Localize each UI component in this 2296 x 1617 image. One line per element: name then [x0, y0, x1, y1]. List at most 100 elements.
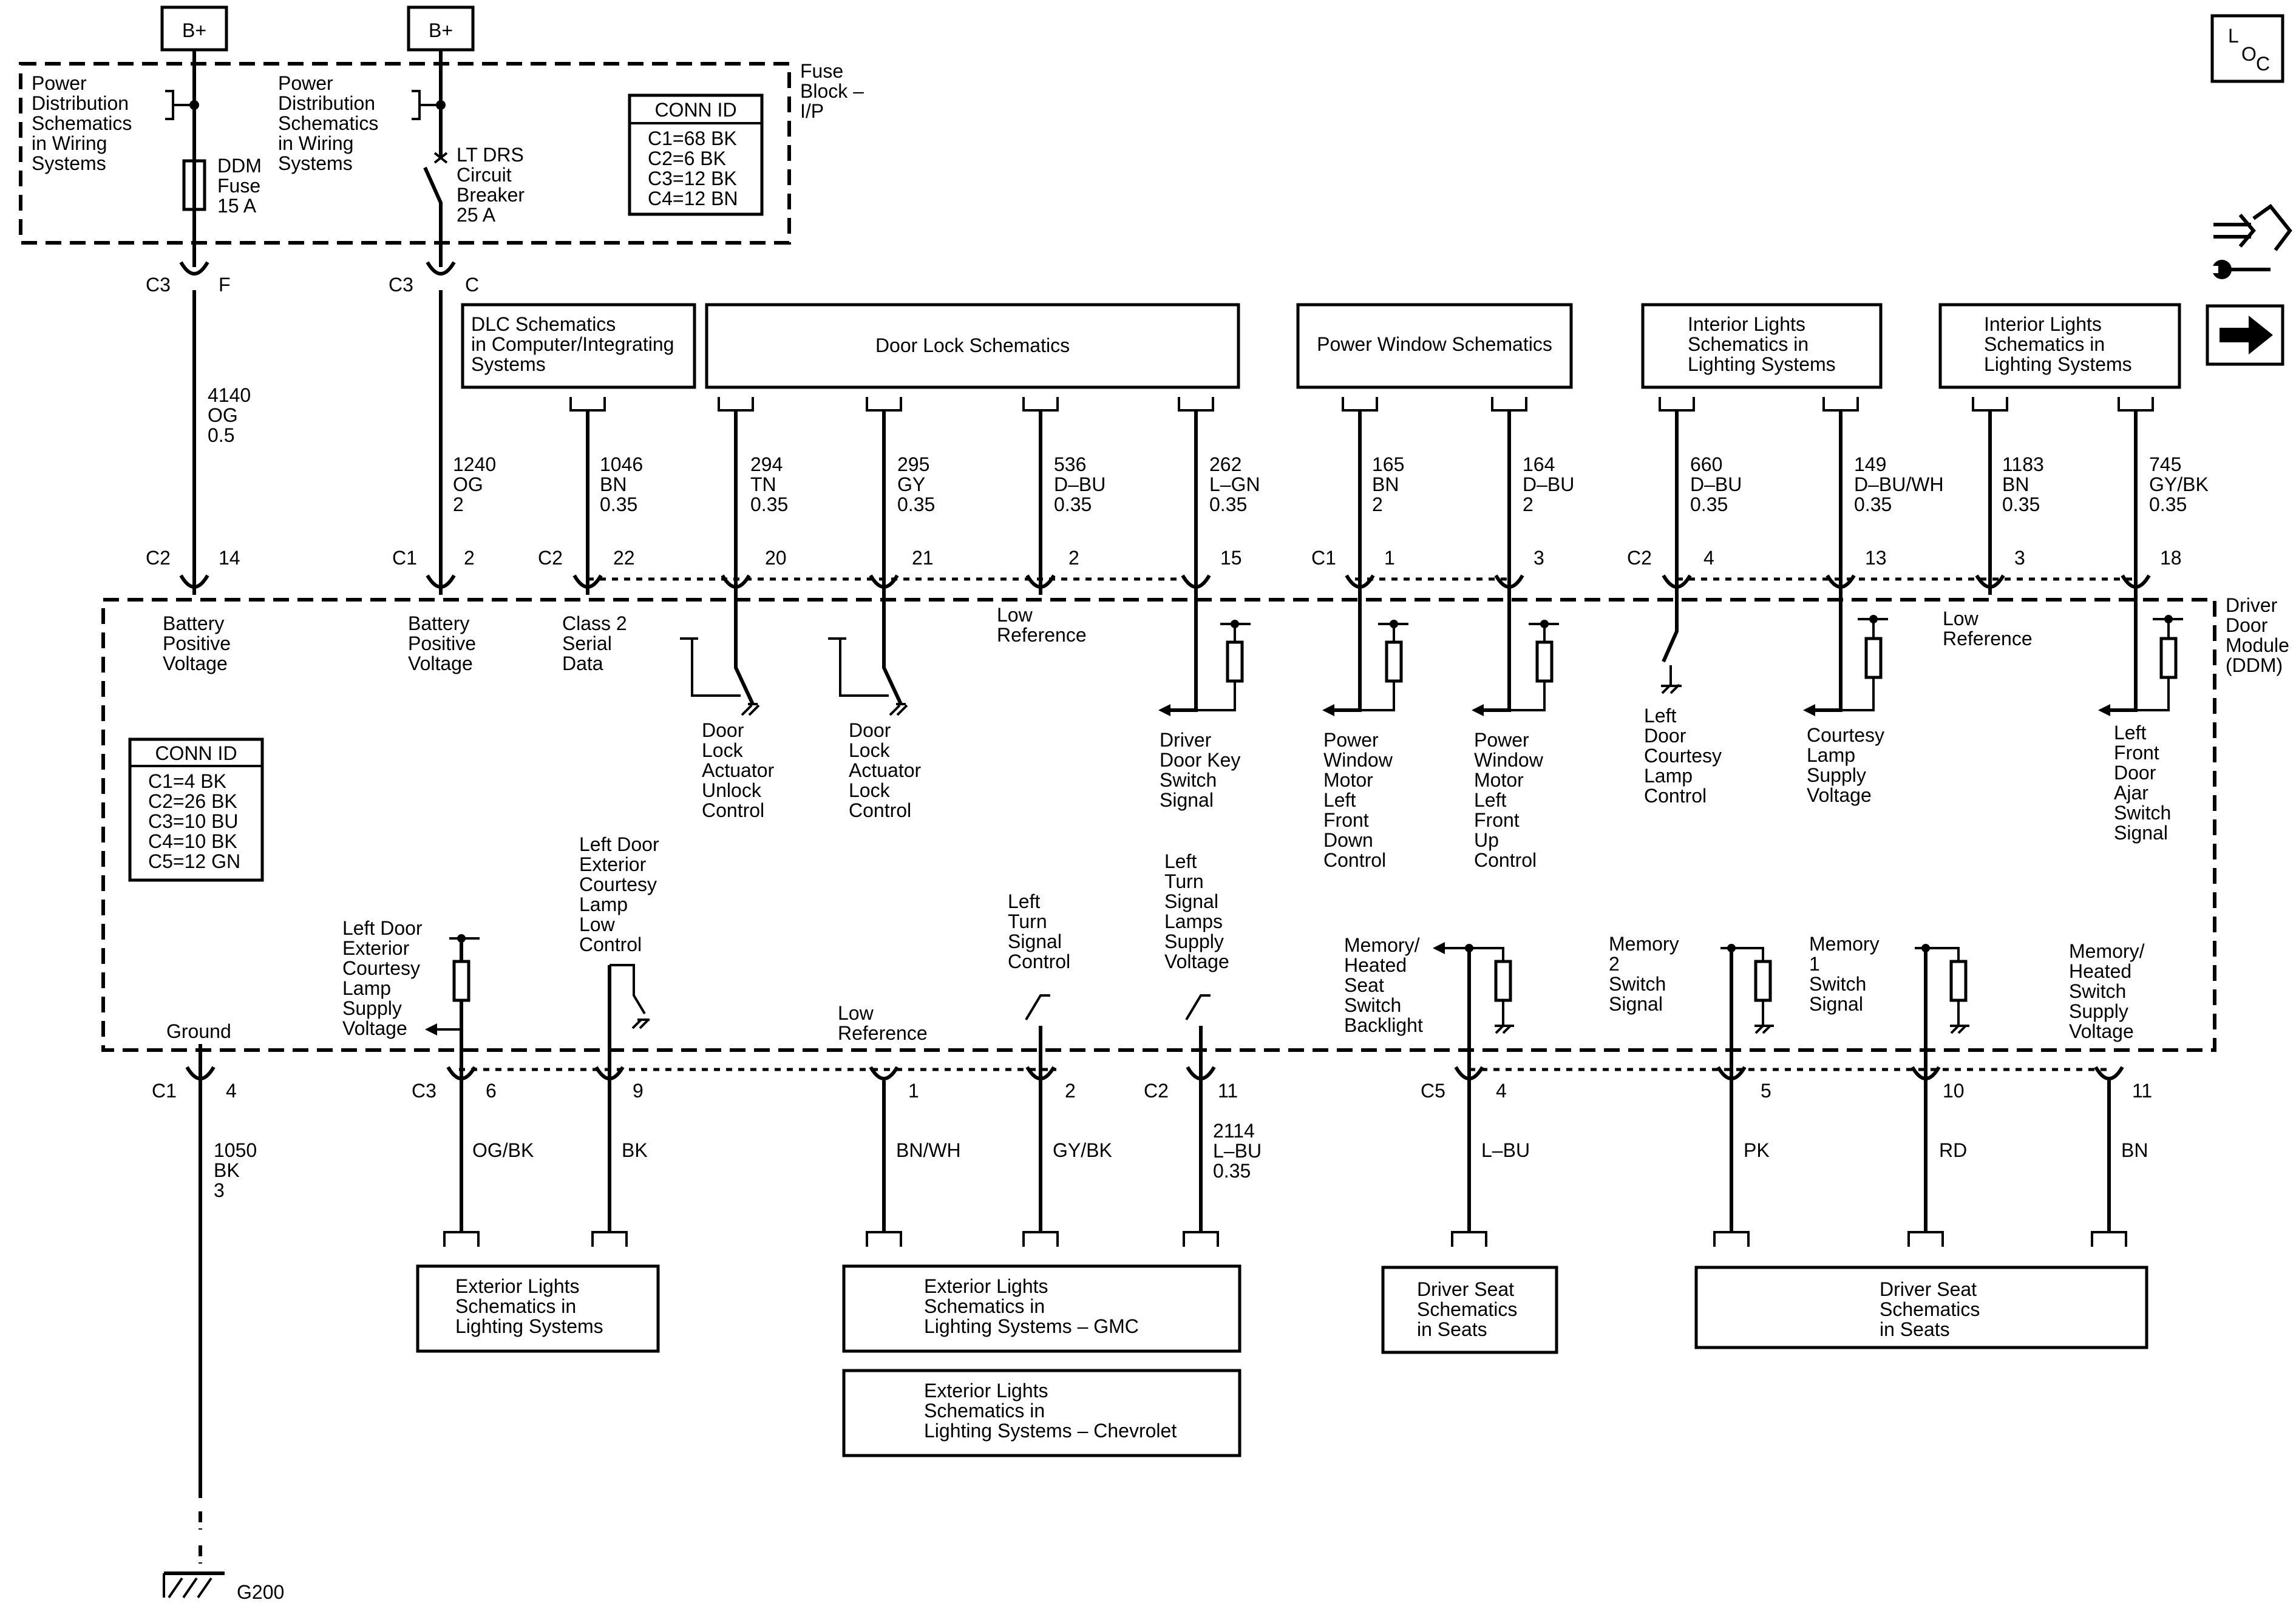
svg-text:22: 22 [613, 547, 635, 569]
svg-text:DLC Schematics in Comput: DLC Schematics in Computer/Integrating S… [471, 313, 679, 375]
svg-text:Driver Seat Schematics: Driver Seat Schematics in Seats [1880, 1278, 1985, 1340]
svg-text:10: 10 [1943, 1080, 1965, 1102]
ref-box-dlc-schematics: DLC Schematics in Computer/Integrating S… [461, 303, 696, 389]
svg-text:CONN ID: CONN ID [654, 99, 736, 121]
svg-text:C1: C1 [392, 547, 417, 569]
ddm-fuse-label: DDM Fuse 15 A [217, 155, 267, 217]
ref-box-exterior-lights-gmc: Exterior Lights Schematics in Lighting S… [842, 1264, 1241, 1353]
svg-text:BN: BN [2121, 1139, 2148, 1161]
svg-text:C4=10 BK: C4=10 BK [148, 830, 237, 852]
svg-text:5: 5 [1761, 1080, 1771, 1102]
svg-text:C1: C1 [152, 1080, 177, 1102]
svg-text:Exterior Lights Schemati: Exterior Lights Schematics in Lighting S… [924, 1275, 1139, 1337]
svg-text:C5=12 GN: C5=12 GN [148, 850, 240, 872]
ddm-module-outline [101, 598, 2216, 1052]
ref-box-exterior-lights: Exterior Lights Schematics in Lighting S… [416, 1264, 660, 1353]
ref-box-driver-seat-1: Driver Seat Schematics in Seats [1381, 1266, 1558, 1354]
fuse-block-outline [19, 62, 791, 245]
svg-text:C3: C3 [412, 1080, 436, 1102]
ref-box-power-window-schematics: Power Window Schematics [1296, 303, 1573, 389]
svg-text:11: 11 [1218, 1080, 1238, 1102]
svg-text:Interior Lights Schemati: Interior Lights Schematics in Lighting S… [1984, 313, 2132, 375]
svg-text:20: 20 [765, 547, 787, 569]
svg-text:C2: C2 [146, 547, 171, 569]
svg-text:C2=6 BK: C2=6 BK [648, 147, 726, 169]
svg-text:C3=12 BK: C3=12 BK [648, 168, 737, 189]
svg-text:C3: C3 [146, 274, 171, 296]
svg-text:2: 2 [464, 547, 475, 569]
loc-icon[interactable]: L O C [2210, 14, 2284, 83]
svg-text:Door Lock Schematics: Door Lock Schematics [875, 334, 1070, 356]
ground-label-g200: G200 [237, 1581, 284, 1603]
svg-text:Interior Lights Schemati: Interior Lights Schematics in Lighting S… [1688, 313, 1836, 375]
ddm-fuse [182, 50, 206, 267]
fuse-block-conn-id-table: CONN ID C1=68 BK C2=6 BK C3=12 BK C4=12 … [628, 93, 764, 216]
svg-text:1: 1 [908, 1080, 919, 1102]
svg-text:C4=12 BN: C4=12 BN [648, 188, 738, 209]
svg-text:B+: B+ [182, 19, 206, 41]
power-distribution-note-1: Power Distribution Schematics in Wiring … [32, 72, 137, 174]
svg-text:L–BU: L–BU [1481, 1139, 1530, 1161]
svg-text:C5: C5 [1421, 1080, 1445, 1102]
svg-text:4: 4 [226, 1080, 237, 1102]
svg-text:4: 4 [1496, 1080, 1507, 1102]
svg-text:6: 6 [486, 1080, 497, 1102]
fuse-connector-c3-f: C3 F [146, 261, 231, 296]
svg-text:Exterior Lights Schemati: Exterior Lights Schematics in Lighting S… [455, 1275, 603, 1337]
power-source-1: B+ [160, 5, 228, 52]
svg-text:F: F [219, 274, 231, 296]
svg-text:4: 4 [1703, 547, 1714, 569]
arrow-right-icon[interactable] [2206, 304, 2284, 366]
power-distribution-note-2: Power Distribution Schematics in Wiring … [278, 72, 384, 174]
svg-text:C2: C2 [538, 547, 563, 569]
svg-text:C3=10 BU: C3=10 BU [148, 810, 239, 832]
svg-text:GY/BK: GY/BK [1053, 1139, 1112, 1161]
svg-text:C1: C1 [1311, 547, 1336, 569]
svg-text:3: 3 [2014, 547, 2025, 569]
diagnostic-tools-icon[interactable] [2207, 203, 2292, 279]
svg-text:Exterior Lights Schemati: Exterior Lights Schematics in Lighting S… [924, 1380, 1177, 1442]
svg-text:15: 15 [1220, 547, 1242, 569]
